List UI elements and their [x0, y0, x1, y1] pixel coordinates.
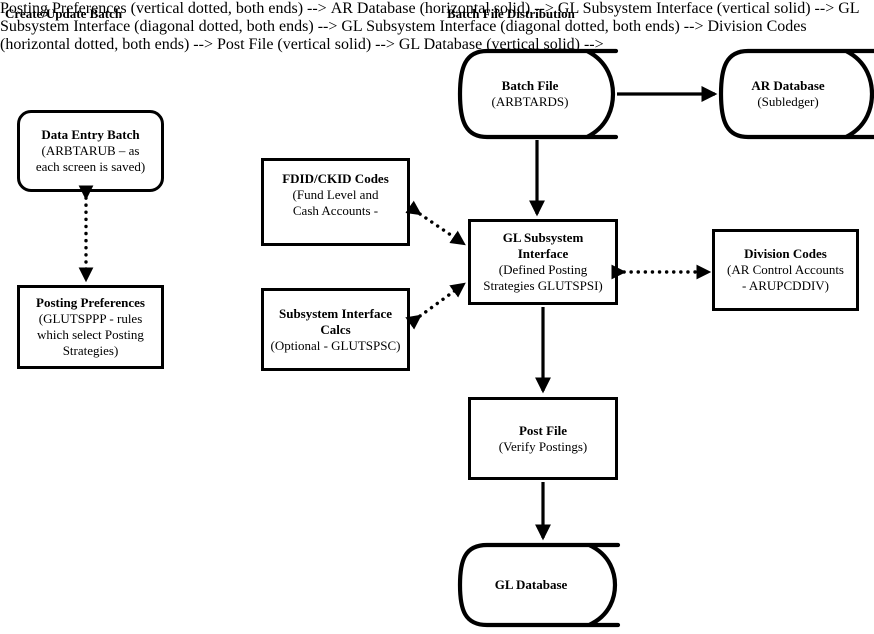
node-data-entry-batch[interactable]: Data Entry Batch (ARBTARUB – as each scr…: [17, 110, 164, 192]
node-post-file[interactable]: Post File (Verify Postings): [468, 397, 618, 480]
connector-fdid-ckid-to-gl-subsystem-interface: [405, 200, 472, 252]
node-subtitle-line1: (Verify Postings): [498, 438, 588, 454]
node-label: GL Database: [457, 542, 621, 628]
node-subtitle-line1: (Subledger): [757, 94, 819, 109]
node-subtitle-line1: (AR Control Accounts: [727, 262, 844, 277]
node-title: AR Database: [751, 78, 825, 93]
connector-post-file-to-gl-database: [533, 480, 553, 546]
node-gl-database[interactable]: GL Database: [457, 542, 621, 628]
node-ar-database[interactable]: AR Database (Subledger): [718, 48, 874, 140]
connector-batch-file-to-ar-database: [615, 84, 725, 104]
heading-batch-file-distribution: Batch File Distribution: [447, 6, 575, 21]
connector-gl-subsystem-interface-to-post-file: [533, 305, 553, 399]
node-title: Post File: [518, 422, 567, 438]
node-title: Batch File: [501, 78, 559, 93]
node-batch-file[interactable]: Batch File (ARBTARDS): [457, 48, 619, 140]
node-subsystem-interface-calcs[interactable]: Subsystem Interface Calcs (Optional - GL…: [261, 288, 410, 371]
heading-create-update-batch: Create/Update Batch: [5, 6, 123, 21]
node-subtitle-line2: Cash Accounts -: [292, 203, 379, 218]
node-subtitle-line1: (Optional - GLUTSPSC): [270, 337, 401, 353]
node-title: Posting Preferences: [36, 295, 145, 310]
node-subtitle-line2: - ARUPCDDIV): [741, 278, 830, 293]
node-title: Division Codes: [744, 246, 827, 261]
node-title: GL Database: [494, 577, 568, 592]
node-subtitle-line2: Strategies GLUTSPSI): [483, 278, 603, 293]
node-title: FDID/CKID Codes: [282, 171, 389, 186]
node-posting-preferences[interactable]: Posting Preferences (GLUTSPPP - rules wh…: [17, 285, 164, 369]
connector-subsystem-calcs-to-gl-subsystem-interface: [405, 276, 472, 330]
node-subtitle-line2: which select Posting: [37, 327, 144, 342]
node-subtitle-line2: each screen is saved): [35, 159, 146, 174]
node-division-codes[interactable]: Division Codes (AR Control Accounts - AR…: [712, 229, 859, 311]
node-title-line2: Calcs: [320, 321, 351, 337]
node-label: AR Database (Subledger): [718, 48, 874, 140]
node-title-line2: Interface: [517, 246, 569, 261]
node-fdid-ckid-codes[interactable]: FDID/CKID Codes (Fund Level and Cash Acc…: [261, 158, 410, 246]
node-title: Data Entry Batch: [41, 127, 140, 142]
connector-batch-file-to-gl-subsystem-interface: [527, 140, 547, 222]
node-subtitle-line1: (GLUTSPPP - rules: [38, 311, 143, 326]
node-title-line1: GL Subsystem: [502, 230, 584, 245]
node-subtitle-line3: Strategies): [62, 343, 119, 358]
node-title-line1: Subsystem Interface: [278, 305, 392, 321]
node-label: Batch File (ARBTARDS): [457, 48, 619, 140]
node-subtitle-line1: (Fund Level and: [292, 187, 379, 202]
node-subtitle-line1: (ARBTARUB – as: [41, 143, 140, 158]
connector-gl-subsystem-interface-to-division-codes: [611, 262, 716, 282]
node-subtitle-line1: (Defined Posting: [498, 262, 588, 277]
node-gl-subsystem-interface[interactable]: GL Subsystem Interface (Defined Posting …: [468, 219, 618, 305]
node-subtitle-line1: (ARBTARDS): [491, 94, 569, 109]
connector-data-entry-to-posting-preferences: [76, 185, 96, 286]
